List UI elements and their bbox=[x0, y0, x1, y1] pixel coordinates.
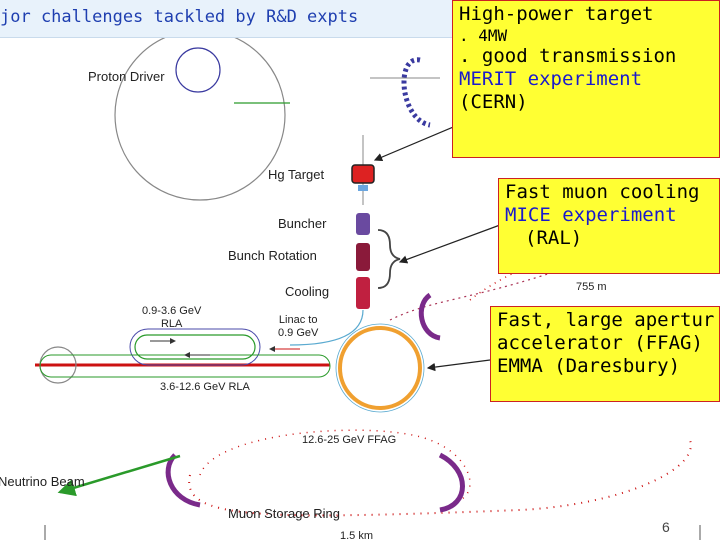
target-callout-line1: . 4MW bbox=[459, 25, 508, 45]
distance-755-label: 755 m bbox=[576, 281, 607, 293]
cooling-callout-line1: Fast muon cooling bbox=[505, 181, 700, 203]
linac-label: Linac to 0.9 GeV bbox=[278, 314, 319, 340]
page-number: 6 bbox=[662, 519, 670, 535]
transfer-line bbox=[289, 309, 364, 346]
storage-ring-magnet-left bbox=[165, 453, 201, 508]
neutrino-beam-arrow bbox=[57, 454, 181, 497]
neutrino-beam-label: Neutrino Beam bbox=[0, 474, 85, 489]
target-callout-line3: MERIT experiment bbox=[459, 67, 643, 90]
rla-low-racetrack bbox=[134, 334, 256, 360]
accelerator-callout: Fast, large apertur accelerator (FFAG) E… bbox=[490, 306, 720, 402]
hg-target-block bbox=[351, 164, 375, 184]
target-pipe bbox=[358, 185, 368, 191]
arc-magnet-upper bbox=[418, 292, 441, 341]
storage-ring-bottom bbox=[188, 439, 692, 517]
bracket-icon bbox=[377, 229, 401, 289]
rla-low-label: 0.9-3.6 GeV RLA bbox=[142, 305, 202, 331]
cooling-callout-line2: MICE experiment bbox=[505, 203, 677, 226]
bunch-rotation-block bbox=[356, 243, 370, 271]
accelerator-callout-line3: EMMA (Daresbury) bbox=[497, 354, 681, 377]
target-callout: High-power target . 4MW . good transmiss… bbox=[452, 0, 720, 158]
target-callout-title: High-power target bbox=[459, 3, 654, 25]
slide-title: jor challenges tackled by R&D expts bbox=[0, 7, 359, 27]
target-pointer bbox=[373, 124, 459, 162]
bunch-rotation-label: Bunch Rotation bbox=[228, 248, 317, 263]
buncher-label: Buncher bbox=[278, 216, 327, 231]
title-banner: jor challenges tackled by R&D expts bbox=[0, 0, 452, 38]
accelerator-callout-line2: accelerator (FFAG) bbox=[497, 331, 703, 354]
ffag-ring-outer bbox=[335, 323, 425, 413]
cooling-block bbox=[356, 277, 370, 309]
proton-driver-label: Proton Driver bbox=[88, 69, 165, 84]
proton-driver-ring bbox=[114, 29, 286, 201]
rla-high-label: 3.6-12.6 GeV RLA bbox=[160, 381, 250, 393]
storage-ring-label: Muon Storage Ring bbox=[228, 506, 341, 521]
proton-driver-magnets bbox=[401, 57, 431, 128]
ffag-ring bbox=[338, 326, 422, 410]
scale-bar-label: 1.5 km bbox=[340, 530, 374, 542]
cooling-pointer bbox=[398, 224, 501, 264]
cooling-callout: Fast muon cooling MICE experiment (RAL) bbox=[498, 178, 720, 274]
target-callout-line2: . good transmission bbox=[459, 44, 677, 67]
hg-target-label: Hg Target bbox=[268, 167, 325, 182]
storage-ring-magnet-right bbox=[438, 452, 465, 513]
target-callout-line4: (CERN) bbox=[459, 90, 528, 113]
storage-ring-inner bbox=[199, 429, 471, 501]
accelerator-pointer bbox=[426, 359, 491, 372]
buncher-block bbox=[356, 213, 370, 235]
accelerator-callout-line1: Fast, large apertur bbox=[497, 309, 715, 331]
rla-low-outer bbox=[129, 328, 261, 366]
cooling-callout-line3: (RAL) bbox=[525, 226, 583, 249]
proton-driver-inner-ring bbox=[175, 47, 221, 93]
cooling-label: Cooling bbox=[285, 284, 330, 299]
ffag-label: 12.6-25 GeV FFAG bbox=[302, 434, 397, 446]
